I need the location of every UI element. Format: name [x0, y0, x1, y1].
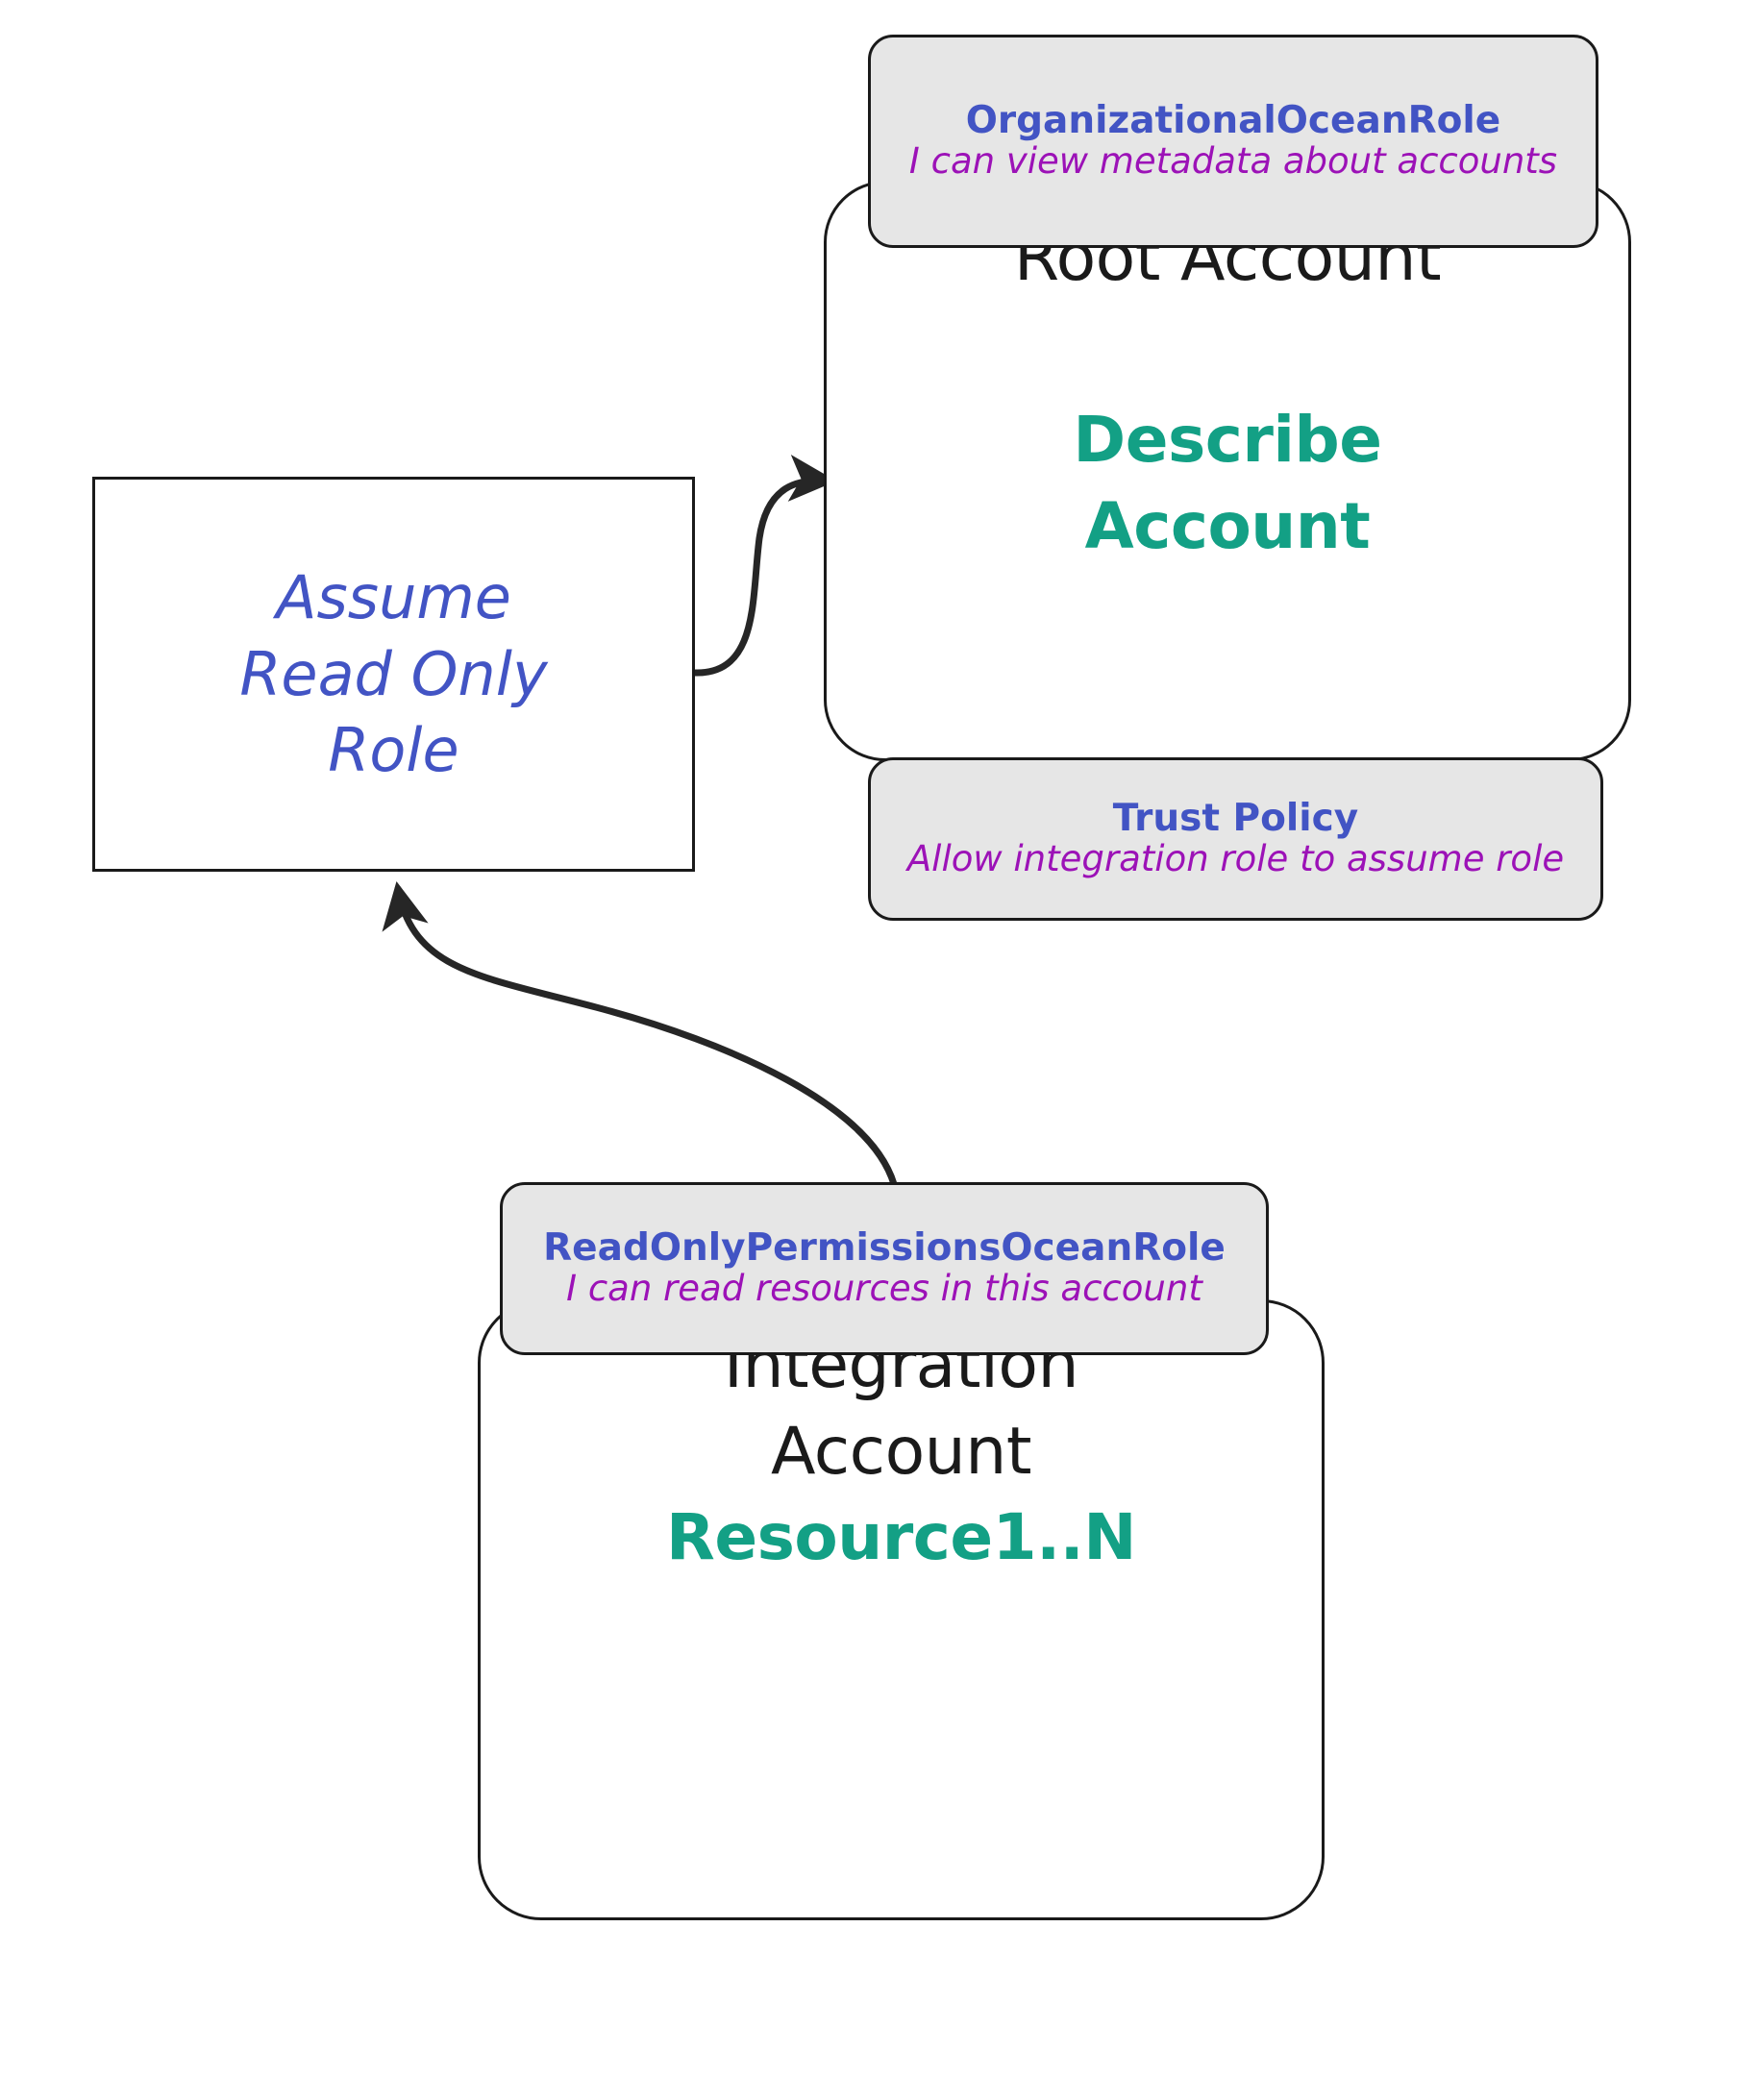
note-organizational-ocean-role[interactable]: OrganizationalOceanRole I can view metad…: [868, 35, 1598, 248]
note-organizational-ocean-role-name: OrganizationalOceanRole: [965, 99, 1501, 143]
note-organizational-ocean-role-description: I can view metadata about accounts: [908, 140, 1558, 183]
integration-account-node[interactable]: Integration Account Resource1..N: [478, 1299, 1325, 1920]
note-readonly-permissions-ocean-role-description: I can read resources in this account: [566, 1268, 1202, 1310]
note-trust-policy-name: Trust Policy: [1112, 797, 1359, 841]
note-trust-policy[interactable]: Trust Policy Allow integration role to a…: [868, 757, 1603, 921]
assume-read-only-role-node[interactable]: Assume Read Only Role: [92, 477, 695, 872]
assume-read-only-role-label: Assume Read Only Role: [239, 559, 547, 788]
assume-role-line-3: Role: [328, 715, 459, 786]
note-readonly-permissions-ocean-role-name: ReadOnlyPermissionsOceanRole: [543, 1226, 1226, 1271]
assume-role-line-2: Read Only: [239, 638, 548, 709]
root-account-resource-line-1: Describe: [1073, 403, 1382, 477]
note-readonly-permissions-ocean-role[interactable]: ReadOnlyPermissionsOceanRole I can read …: [500, 1182, 1269, 1355]
integration-account-title-line-2: Account: [770, 1414, 1032, 1490]
note-trust-policy-description: Allow integration role to assume role: [906, 838, 1565, 880]
edge-integration-to-assume: [382, 880, 898, 1188]
edge-assume-to-root: [691, 455, 837, 677]
root-account-resource-line-2: Account: [1084, 489, 1371, 563]
integration-account-resource: Resource1..N: [666, 1500, 1136, 1574]
root-account-node[interactable]: Root Account Describe Account: [824, 181, 1631, 761]
assume-role-line-1: Assume: [276, 562, 511, 633]
